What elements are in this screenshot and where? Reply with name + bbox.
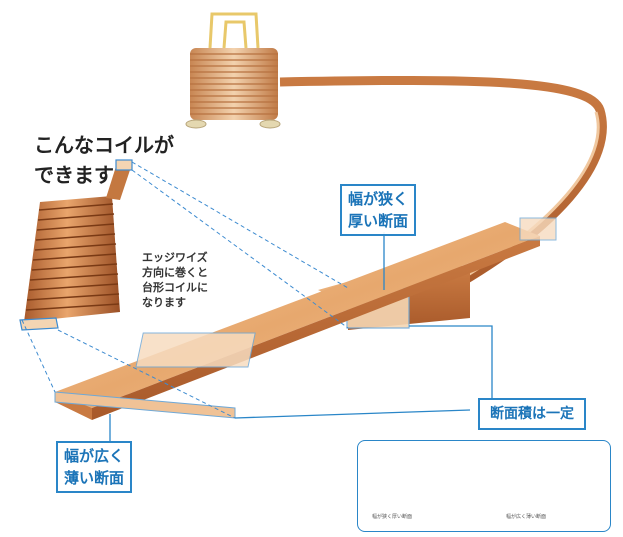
coil-note: エッジワイズ 方向に巻くと 台形コイルに なります <box>142 250 208 310</box>
heading-line1: こんなコイルが <box>34 133 174 157</box>
heading: こんなコイルが できます <box>34 130 174 190</box>
coil-note-line3: 台形コイルに <box>142 281 208 294</box>
coil-note-line2: 方向に巻くと <box>142 266 208 279</box>
wide-callout-line1: 幅が広く <box>64 447 125 465</box>
projection-lines <box>21 161 349 419</box>
coil-note-line1: エッジワイズ <box>142 251 208 264</box>
edgewise-coil-image <box>19 159 133 331</box>
cross-section-legend: 幅が狭く厚い断面 幅が広く薄い断面 <box>357 440 611 532</box>
heading-line2: できます <box>34 163 114 187</box>
wide-callout-line2: 薄い断面 <box>64 469 125 487</box>
narrow-callout-line1: 幅が狭く <box>348 190 409 208</box>
legend-right-caption: 幅が広く薄い断面 <box>506 514 547 520</box>
wide-thin-callout: 幅が広く 薄い断面 <box>56 441 133 493</box>
legend-left-caption: 幅が狭く厚い断面 <box>372 514 413 520</box>
constant-area-callout: 断面積は一定 <box>478 398 586 430</box>
narrow-thick-callout: 幅が狭く 厚い断面 <box>340 184 417 236</box>
callout-lines <box>109 232 493 441</box>
narrow-callout-line2: 厚い断面 <box>348 212 409 230</box>
coil-note-line4: なります <box>142 296 186 309</box>
round-coil-image <box>185 12 281 129</box>
